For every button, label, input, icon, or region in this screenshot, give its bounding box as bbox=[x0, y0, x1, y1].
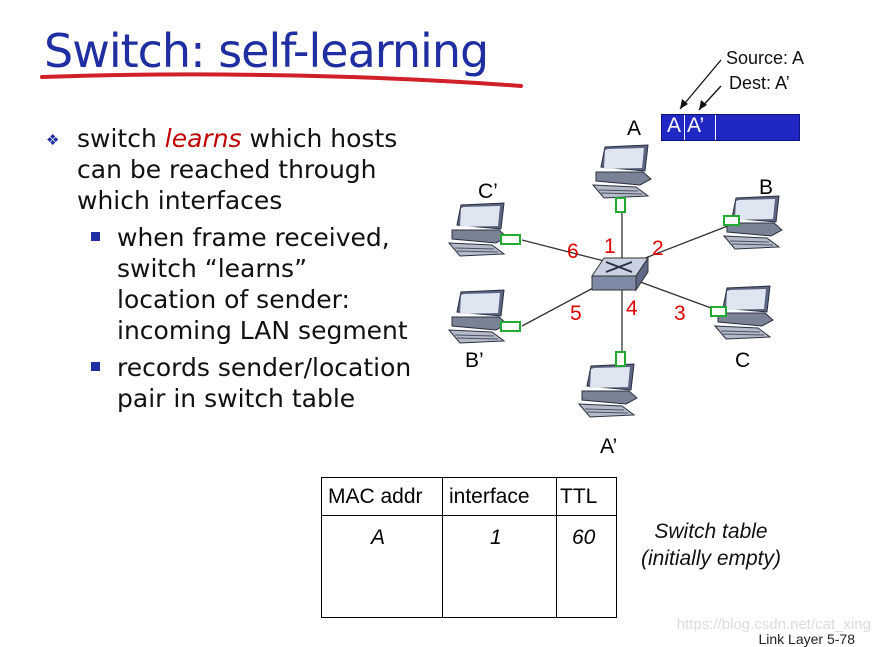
table-column-divider bbox=[442, 477, 443, 618]
bullet-text-pre: switch bbox=[77, 124, 165, 153]
host-A-computer-icon bbox=[592, 144, 652, 199]
table-header-interface: interface bbox=[449, 485, 530, 508]
host-label-B: B bbox=[759, 176, 774, 199]
square-bullet-icon bbox=[91, 362, 100, 371]
host-label-Cprime: C’ bbox=[478, 180, 498, 203]
port-label-4: 4 bbox=[626, 297, 638, 320]
port-label-3: 3 bbox=[674, 302, 686, 325]
link-C bbox=[634, 279, 723, 313]
connector-Aprime bbox=[615, 351, 626, 367]
connector-A bbox=[615, 197, 626, 213]
host-label-C: C bbox=[735, 349, 751, 372]
learns-emphasis: learns bbox=[164, 124, 242, 153]
sub1-line-2: switch “learns” bbox=[117, 254, 308, 283]
sub-bullet-1: when frame received, switch “learns” loc… bbox=[117, 222, 408, 346]
frame-field-divider bbox=[684, 115, 685, 140]
table-cell-mac: A bbox=[371, 526, 386, 549]
sub1-line-1: when frame received, bbox=[117, 223, 390, 252]
dest-annotation: Dest: A’ bbox=[729, 73, 790, 93]
switch-table bbox=[321, 477, 617, 618]
frame-source: A bbox=[667, 114, 682, 137]
connector-B bbox=[723, 215, 740, 226]
sub1-line-4: incoming LAN segment bbox=[117, 316, 408, 345]
connector-C bbox=[710, 306, 727, 317]
table-caption-line-2: (initially empty) bbox=[640, 547, 782, 570]
port-label-1: 1 bbox=[604, 235, 616, 258]
diamond-bullet-icon: ❖ bbox=[46, 132, 60, 149]
main-bullet: switch learns which hosts can be reached… bbox=[77, 123, 397, 216]
table-column-divider bbox=[556, 477, 557, 618]
table-cell-interface: 1 bbox=[490, 526, 502, 549]
source-arrow bbox=[679, 59, 722, 110]
watermark: https://blog.csdn.net/cat_xing bbox=[676, 616, 871, 633]
ethernet-frame bbox=[661, 114, 800, 141]
frame-field-divider bbox=[715, 115, 716, 140]
table-header-ttl: TTL bbox=[560, 485, 598, 508]
slide-footer: Link Layer 5-78 bbox=[758, 631, 855, 647]
slide-title: Switch: self-learning bbox=[44, 24, 489, 78]
link-B bbox=[634, 221, 739, 263]
bullet-line-3: which interfaces bbox=[77, 186, 283, 215]
table-header-mac: MAC addr bbox=[328, 485, 423, 508]
host-label-Bprime: B’ bbox=[465, 349, 484, 372]
port-label-6: 6 bbox=[567, 240, 579, 263]
frame-dest: A’ bbox=[687, 114, 705, 137]
port-label-2: 2 bbox=[652, 237, 664, 260]
table-header-divider bbox=[321, 515, 617, 516]
host-Cprime-computer-icon bbox=[448, 202, 508, 257]
table-caption-line-1: Switch table bbox=[654, 520, 768, 543]
sub-bullet-2: records sender/location pair in switch t… bbox=[117, 352, 411, 414]
sub2-line-1: records sender/location bbox=[117, 353, 412, 382]
sub1-line-3: location of sender: bbox=[117, 285, 350, 314]
bullet-line-2: can be reached through bbox=[77, 155, 377, 184]
connector-Bprime bbox=[500, 321, 521, 332]
host-Aprime-computer-icon bbox=[578, 363, 638, 418]
square-bullet-icon bbox=[91, 232, 100, 241]
source-annotation: Source: A bbox=[726, 48, 805, 68]
host-label-Aprime: A’ bbox=[600, 435, 618, 458]
link-Cprime bbox=[521, 239, 609, 263]
port-label-5: 5 bbox=[570, 302, 582, 325]
sub2-line-2: pair in switch table bbox=[117, 384, 356, 413]
host-Bprime-computer-icon bbox=[448, 289, 508, 344]
bullet-text-post: which hosts bbox=[241, 124, 398, 153]
switch-icon bbox=[591, 256, 649, 292]
connector-Cprime bbox=[500, 234, 521, 245]
host-label-A: A bbox=[627, 117, 642, 140]
table-cell-ttl: 60 bbox=[572, 526, 596, 549]
